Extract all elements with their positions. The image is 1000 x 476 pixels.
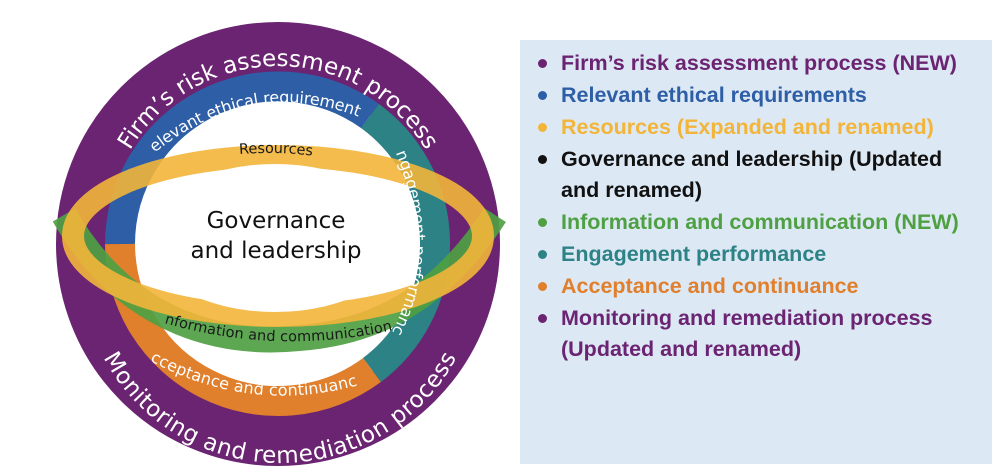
bullet-icon xyxy=(538,218,547,227)
legend-item-acceptance: Acceptance and continuance xyxy=(534,271,976,302)
legend-item-monitoring: Monitoring and remediation process (Upda… xyxy=(534,303,976,365)
bullet-icon xyxy=(538,59,547,68)
bullet-icon xyxy=(538,91,547,100)
legend-item-engagement: Engagement performance xyxy=(534,239,976,270)
bullet-icon xyxy=(538,155,547,164)
governance-label-line2: and leadership xyxy=(191,238,362,264)
legend-label: Resources (Expanded and renamed) xyxy=(561,115,934,139)
legend-item-risk-assessment: Firm’s risk assessment process (NEW) xyxy=(534,48,976,79)
legend-list: Firm’s risk assessment process (NEW) Rel… xyxy=(534,48,976,365)
ethical-requirements-band xyxy=(105,71,379,245)
legend-label: Firm’s risk assessment process (NEW) xyxy=(561,51,957,75)
resources-label: Resources xyxy=(239,141,314,160)
bullet-icon xyxy=(538,250,547,259)
legend-item-information: Information and communication (NEW) xyxy=(534,207,976,238)
bullet-icon xyxy=(538,123,547,132)
engagement-performance-band xyxy=(361,103,450,382)
legend-label: Monitoring and remediation process (Upda… xyxy=(561,306,933,361)
governance-center xyxy=(145,164,405,312)
legend-panel: Firm’s risk assessment process (NEW) Rel… xyxy=(520,40,992,464)
resources-band xyxy=(62,145,494,327)
governance-label-line1: Governance xyxy=(207,208,346,234)
legend-item-governance: Governance and leadership (Updated and r… xyxy=(534,144,976,206)
legend-item-ethical: Relevant ethical requirements xyxy=(534,80,976,111)
quality-management-diagram: Firm’s risk assessment process Monitorin… xyxy=(0,0,506,466)
legend-label: Governance and leadership (Updated and r… xyxy=(561,147,943,202)
resources-text: Resources xyxy=(239,141,314,160)
bullet-icon xyxy=(538,282,547,291)
legend-label: Acceptance and continuance xyxy=(561,274,859,298)
legend-label: Engagement performance xyxy=(561,242,827,266)
legend-label: Relevant ethical requirements xyxy=(561,83,867,107)
legend-label: Information and communication (NEW) xyxy=(561,210,959,234)
bullet-icon xyxy=(538,314,547,323)
legend-item-resources: Resources (Expanded and renamed) xyxy=(534,112,976,143)
